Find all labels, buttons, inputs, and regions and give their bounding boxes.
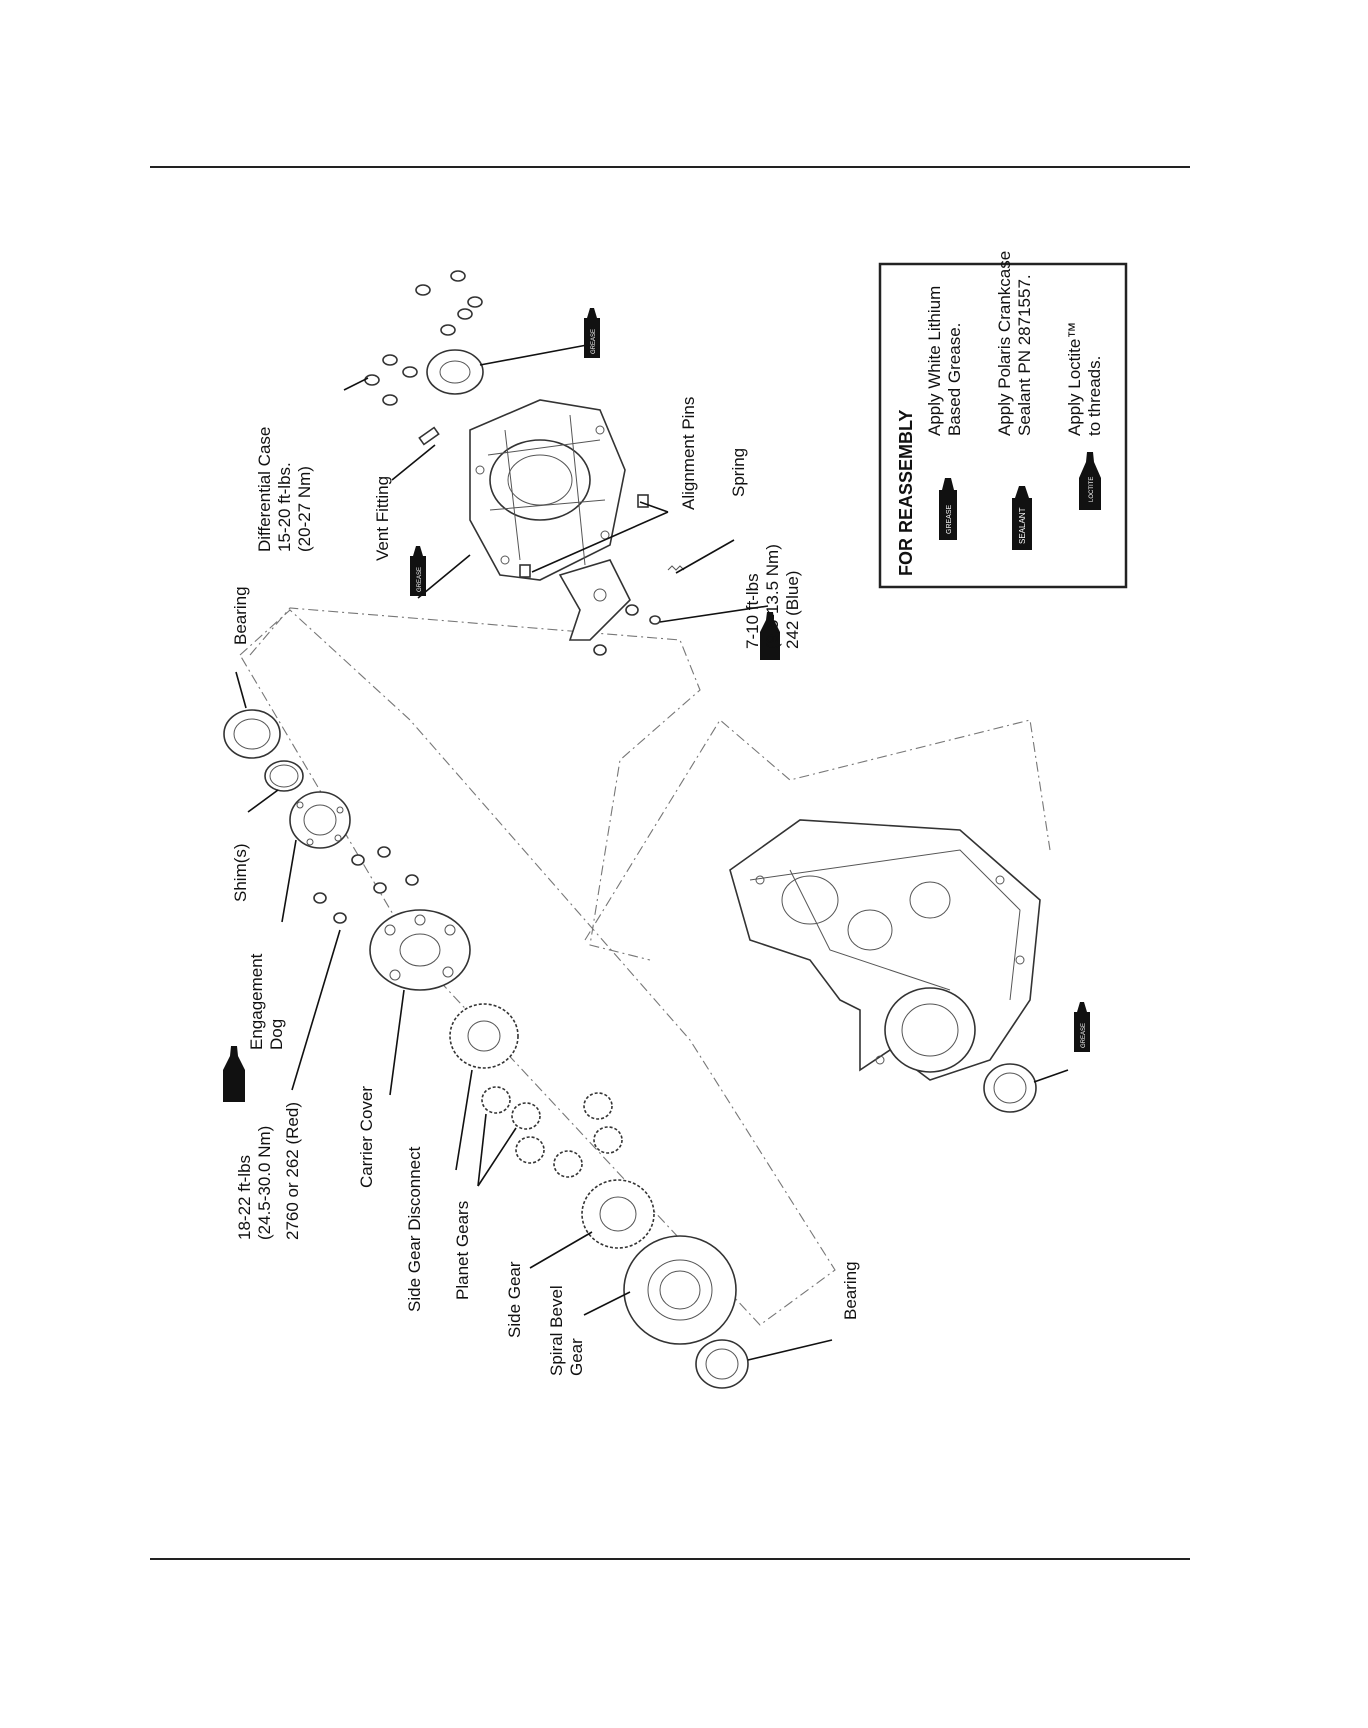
small-fasteners: [593, 604, 661, 656]
label-bearing-bottom: Bearing: [841, 1261, 860, 1320]
grease-tube-icon-case: GREASE: [410, 546, 426, 596]
label-fastener-18-22-loctite: 2760 or 262 (Red): [283, 1102, 302, 1240]
differential-case: [469, 399, 626, 581]
svg-text:LOCTITE: LOCTITE: [1089, 477, 1095, 502]
label-spiral-bevel-gear-line1: Spiral Bevel: [547, 1285, 566, 1376]
bearing-top: [223, 709, 281, 759]
legend-box: FOR REASSEMBLY Apply White Lithium Based…: [878, 251, 1128, 589]
svg-text:GREASE: GREASE: [1081, 1023, 1087, 1048]
label-fastener-18-22: 18-22 ft-lbs: [235, 1155, 254, 1240]
label-differential-case: Differential Case: [255, 427, 274, 552]
grease-tube-icon-housing: GREASE: [1074, 1002, 1090, 1052]
grease-tube-icon-seal: GREASE: [584, 308, 600, 358]
assembly-outline-case: [584, 719, 1051, 941]
label-shims: Shim(s): [231, 843, 250, 902]
side-gear: [581, 1179, 655, 1249]
assembly-outline-right: [249, 607, 701, 961]
svg-text:GREASE: GREASE: [946, 504, 953, 534]
label-side-gear-disconnect: Side Gear Disconnect: [405, 1146, 424, 1312]
svg-text:GREASE: GREASE: [417, 567, 423, 592]
legend-grease-line2: Based Grease.: [945, 323, 964, 436]
label-engagement-dog-line1: Engagement: [247, 953, 266, 1050]
label-spring: Spring: [729, 448, 748, 497]
carrier-cover: [369, 909, 471, 991]
planet-gears: [481, 1086, 623, 1178]
label-fastener-7-10-loctite: 242 (Blue): [783, 571, 802, 649]
legend-sealant-line2: Sealant PN 2871557.: [1015, 274, 1034, 436]
shim: [264, 760, 304, 792]
header-rule: [150, 166, 1190, 168]
label-carrier-cover: Carrier Cover: [357, 1086, 376, 1188]
side-gear-disconnect: [449, 1003, 519, 1069]
label-side-gear: Side Gear: [505, 1261, 524, 1338]
transmission-housing: [729, 819, 1041, 1081]
label-alignment-pins: Alignment Pins: [679, 397, 698, 510]
label-bearing-top: Bearing: [231, 586, 250, 645]
spiral-bevel-gear: [623, 1235, 737, 1345]
svg-text:SEALANT: SEALANT: [1018, 507, 1027, 544]
shift-fork: [558, 559, 631, 641]
loctite-bottle-icon-carrier: [223, 1046, 245, 1102]
sealant-tube-icon: SEALANT: [1012, 486, 1032, 550]
legend-loctite-line2: to threads.: [1085, 356, 1104, 436]
svg-text:GREASE: GREASE: [591, 329, 597, 354]
label-vent-fitting: Vent Fitting: [373, 476, 392, 561]
label-planet-gears: Planet Gears: [453, 1201, 472, 1300]
legend-title: FOR REASSEMBLY: [896, 410, 916, 576]
carrier-bolts: [313, 846, 419, 924]
label-fastener-7-10-nm: (9.5-13.5 Nm): [763, 544, 782, 649]
grease-tube-icon: GREASE: [939, 478, 957, 540]
label-fastener-7-10: 7-10 ft-lbs: [743, 573, 762, 649]
loctite-bottle-icon-fork: [760, 612, 780, 660]
housing-seal: [983, 1063, 1037, 1113]
legend-sealant-line1: Apply Polaris Crankcase: [995, 251, 1014, 436]
label-differential-case-torque: 15-20 ft-lbs.: [275, 462, 294, 552]
label-spiral-bevel-gear-line2: Gear: [567, 1338, 586, 1376]
vent-fitting: [418, 426, 440, 446]
engagement-dog: [289, 791, 351, 849]
case-seal: [426, 349, 484, 395]
footer-rule: [150, 1558, 1190, 1560]
case-bolts: [364, 270, 483, 406]
label-differential-case-nm: (20-27 Nm): [295, 466, 314, 552]
loctite-bottle-icon: LOCTITE: [1079, 452, 1101, 510]
legend-loctite-line1: Apply Loctite™: [1065, 322, 1084, 436]
label-fastener-18-22-nm: (24.5-30.0 Nm): [255, 1126, 274, 1240]
leader-lines: [235, 344, 1069, 1361]
legend-grease-line1: Apply White Lithium: [925, 286, 944, 436]
spring: [667, 565, 685, 571]
bearing-bottom: [695, 1339, 749, 1389]
alignment-pins: [519, 494, 649, 578]
label-engagement-dog-line2: Dog: [267, 1019, 286, 1050]
